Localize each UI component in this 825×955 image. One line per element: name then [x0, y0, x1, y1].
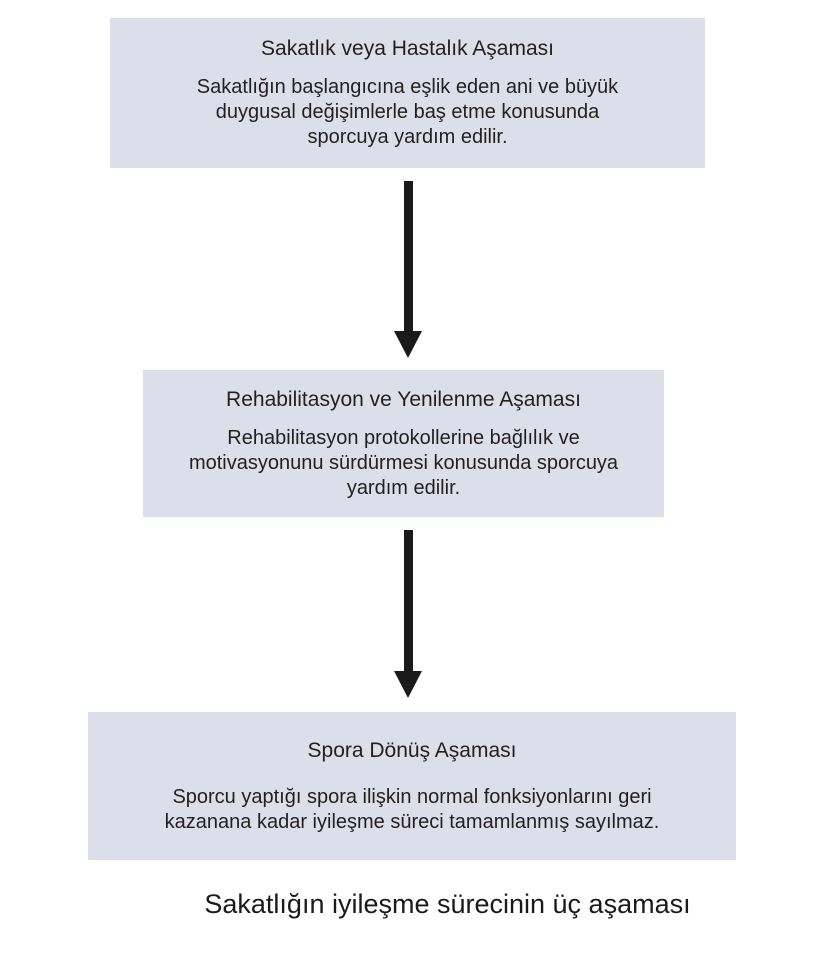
stage-box-rehabilitation: Rehabilitasyon ve Yenilenme Aşaması Reha…: [143, 370, 664, 517]
stage-box-injury-or-illness: Sakatlık veya Hastalık Aşaması Sakatlığı…: [110, 18, 705, 168]
stage-title: Sakatlık veya Hastalık Aşaması: [261, 37, 554, 60]
down-arrow-icon: [394, 181, 422, 358]
stage-description: Rehabilitasyon protokollerine bağlılık v…: [188, 426, 619, 499]
down-arrow-icon: [394, 530, 422, 698]
stage-description: Sakatlığın başlangıcına eşlik eden ani v…: [196, 76, 619, 148]
stage-box-return-to-sport: Spora Dönüş Aşaması Sporcu yaptığı spora…: [88, 712, 736, 860]
arrow-head: [394, 331, 422, 358]
stage-title: Spora Dönüş Aşaması: [307, 738, 517, 762]
arrow-shaft: [403, 181, 413, 331]
arrow-head: [394, 671, 422, 698]
stage-description: Sporcu yaptığı spora ilişkin normal fonk…: [164, 785, 660, 833]
stage-title: Rehabilitasyon ve Yenilenme Aşaması: [226, 387, 581, 411]
diagram-caption: Sakatlığın iyileşme sürecinin üç aşaması: [204, 889, 691, 919]
arrow-shaft: [403, 530, 413, 671]
